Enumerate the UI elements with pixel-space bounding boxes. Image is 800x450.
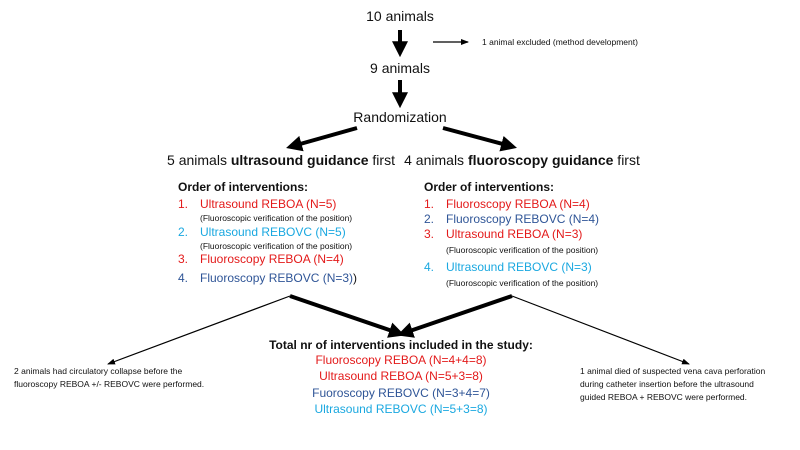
arrow-to-right-group (442, 126, 517, 152)
right-item-3-note: (Fluoroscopic verification of the positi… (446, 245, 599, 255)
after-exclusion-count: 9 animals (370, 60, 430, 76)
totals-fluoro-rebovc: Fuoroscopy REBOVC (N=3+4=7) (312, 386, 490, 400)
totals-fluoro-reboa: Fluoroscopy REBOA (N=4+4=8) (315, 353, 487, 367)
right-group-heading: 4 animals fluoroscopy guidance first (404, 152, 640, 168)
totals-us-rebovc: Ultrasound REBOVC (N=5+3=8) (314, 402, 488, 416)
excluded-note: 1 animal excluded (method development) (482, 37, 638, 47)
left-item-3: 3. Fluoroscopy REBOA (N=4) (178, 252, 344, 266)
right-item-4: 4. Ultrasound REBOVC (N=3) (424, 260, 592, 274)
arrow-right-to-totals (397, 294, 513, 338)
left-item-2-text: Ultrasound REBOVC (N=5) (200, 225, 346, 239)
right-group-prefix: 4 animals (404, 152, 468, 168)
right-note-line-1: 1 animal died of suspected vena cava per… (580, 366, 766, 376)
left-order-title: Order of interventions: (178, 180, 309, 194)
right-group-bold: fluoroscopy guidance (467, 152, 614, 168)
left-group-prefix: 5 animals (167, 152, 231, 168)
right-item-1-text: Fluoroscopy REBOA (N=4) (446, 197, 590, 211)
right-item-1-num: 1. (424, 197, 435, 211)
left-item-3-num: 3. (178, 252, 189, 266)
left-item-2-note: (Fluoroscopic verification of the positi… (200, 241, 353, 251)
right-item-2: 2. Fluoroscopy REBOVC (N=4) (424, 212, 599, 226)
left-note-line-2: fluoroscopy REBOA +/- REBOVC were perfor… (14, 379, 205, 389)
right-item-1: 1. Fluoroscopy REBOA (N=4) (424, 197, 590, 211)
right-note-line-2: during catheter insertion before the ult… (580, 379, 754, 389)
right-item-3-text: Ultrasound REBOA (N=3) (446, 227, 583, 241)
left-item-1-note: (Fluoroscopic verification of the positi… (200, 213, 353, 223)
start-count: 10 animals (366, 8, 434, 24)
arrow-to-left-group (286, 126, 358, 152)
right-item-4-note: (Fluoroscopic verification of the positi… (446, 278, 599, 288)
right-item-4-text: Ultrasound REBOVC (N=3) (446, 260, 592, 274)
randomization-label: Randomization (353, 109, 447, 125)
totals-us-reboa: Ultrasound REBOA (N=5+3=8) (319, 369, 483, 383)
left-group-heading: 5 animals ultrasound guidance first (167, 152, 395, 168)
right-item-2-num: 2. (424, 212, 435, 226)
left-group-bold: ultrasound guidance (230, 152, 369, 168)
right-item-3: 3. Ultrasound REBOA (N=3) (424, 227, 582, 241)
left-item-1: 1. Ultrasound REBOA (N=5) (178, 197, 336, 211)
left-item-4-paren: ) (353, 271, 358, 285)
right-item-4-num: 4. (424, 260, 435, 274)
arrow-left-to-totals (289, 294, 405, 338)
left-item-4-text: Fluoroscopy REBOVC (N=3) (200, 271, 354, 285)
right-note-line-3: guided REBOA + REBOVC were performed. (580, 392, 748, 402)
left-item-2: 2. Ultrasound REBOVC (N=5) (178, 225, 346, 239)
totals-title: Total nr of interventions included in th… (269, 338, 533, 352)
right-item-3-num: 3. (424, 227, 435, 241)
arrow-right-to-note (511, 295, 690, 365)
right-order-title: Order of interventions: (424, 180, 555, 194)
left-item-2-num: 2. (178, 225, 189, 239)
left-item-1-text: Ultrasound REBOA (N=5) (200, 197, 337, 211)
left-note-line-1: 2 animals had circulatory collapse befor… (14, 366, 183, 376)
left-item-4: 4. Fluoroscopy REBOVC (N=3)) (178, 271, 357, 285)
left-item-4-num: 4. (178, 271, 189, 285)
left-item-3-text: Fluoroscopy REBOA (N=4) (200, 252, 344, 266)
right-outcome-note: 1 animal died of suspected vena cava per… (580, 365, 765, 404)
left-item-1-num: 1. (178, 197, 189, 211)
right-item-2-text: Fluoroscopy REBOVC (N=4) (446, 212, 600, 226)
right-group-suffix: first (613, 152, 640, 168)
left-outcome-note: 2 animals had circulatory collapse befor… (14, 365, 204, 391)
arrow-left-to-note (107, 295, 291, 365)
left-group-suffix: first (368, 152, 395, 168)
